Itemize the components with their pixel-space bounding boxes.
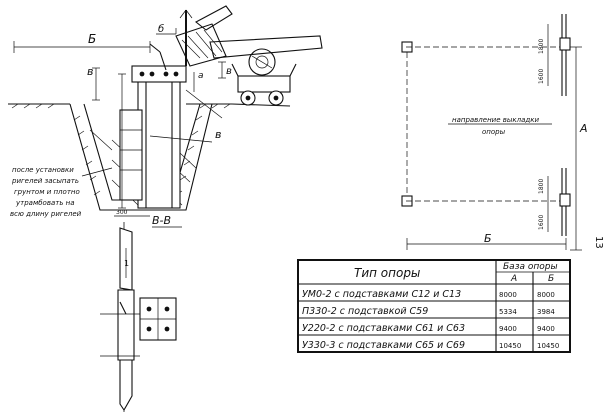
dim-top-b: 1600 — [538, 69, 545, 84]
row-4-type: У330-3 с подставками С65 и С69 — [302, 340, 465, 351]
row-3-b: 9400 — [537, 325, 555, 333]
table-header-col-b: Б — [548, 274, 554, 284]
row-4-b: 10450 — [537, 342, 559, 350]
label-v-left: в — [87, 65, 93, 78]
riser-detail: 1 — [100, 222, 177, 412]
label-v-right: в — [215, 128, 221, 141]
section-mark: В-В — [152, 214, 182, 228]
dimension-300: 300 — [114, 209, 150, 217]
dimension-b-plan: Б — [406, 232, 567, 250]
note-line-5: всю длину ригелей — [10, 210, 82, 218]
backfill-note: после установки ригелей засыпать грунтом… — [10, 166, 113, 218]
table-row: У220-2 с подставками С61 и С63 9400 9400 — [302, 323, 555, 334]
table-header-base: База опоры — [503, 262, 558, 272]
label-section-bb: В-В — [152, 214, 171, 227]
note-line-4: утрамбовать на — [15, 199, 75, 207]
label-a-small: а — [198, 71, 204, 81]
row-3-type: У220-2 с подставками С61 и С63 — [302, 323, 465, 334]
table-header-col-a: А — [510, 274, 517, 284]
plan-view: 1800 1600 1800 1600 направление выкладки… — [401, 14, 604, 251]
row-4-a: 10450 — [499, 342, 521, 350]
elevation-view: Б — [8, 5, 323, 228]
row-2-a: 5334 — [499, 308, 517, 316]
label-b-top: б — [158, 23, 164, 35]
table-row: П330-2 с подставкой С59 5334 3984 — [302, 306, 555, 317]
note-line-2: ригелей засыпать — [11, 177, 79, 185]
row-2-type: П330-2 с подставкой С59 — [302, 306, 428, 317]
support-types-table: Тип опоры База опоры А Б УМ0-2 с подстав… — [297, 259, 571, 353]
plan-riser-top: 1800 1600 — [538, 14, 571, 96]
ground-line — [8, 103, 291, 109]
dim-top-a: 1800 — [538, 39, 545, 54]
table-row: УМ0-2 с подставками С12 и С13 8000 8000 — [302, 289, 555, 300]
sheet-number: 13 — [593, 236, 604, 249]
row-3-a: 9400 — [499, 325, 517, 333]
table-row: У330-3 с подставками С65 и С69 10450 104… — [302, 340, 559, 351]
dim-bottom-a: 1800 — [538, 179, 545, 194]
label-b-left: Б — [88, 32, 96, 46]
leader-lines: в в — [87, 65, 223, 209]
note-line-3: грунтом и плотно — [14, 188, 80, 196]
dimension-b: Б — [13, 32, 151, 53]
trolley: а в — [193, 48, 297, 106]
plan-riser-bottom: 1800 1600 — [538, 168, 571, 236]
dim-bottom-b: 1600 — [538, 215, 545, 230]
row-1-a: 8000 — [499, 291, 517, 299]
table-header-type: Тип опоры — [354, 266, 420, 280]
label-b-plan: Б — [484, 232, 492, 245]
note-line-1: после установки — [12, 166, 74, 174]
direction-line-2: опоры — [482, 128, 506, 136]
label-a-plan: А — [579, 122, 588, 135]
label-v-ground: в — [226, 66, 232, 77]
row-1-b: 8000 — [537, 291, 555, 299]
row-1-type: УМ0-2 с подставками С12 и С13 — [302, 289, 461, 300]
label-300: 300 — [116, 209, 128, 216]
direction-line-1: направление выкладки — [452, 116, 539, 124]
direction-note: направление выкладки опоры — [448, 116, 552, 136]
support-post — [119, 65, 187, 209]
crane-rig: б — [149, 5, 323, 71]
label-marker-1: 1 — [124, 259, 129, 268]
dimension-a: А — [570, 46, 588, 251]
row-2-b: 3984 — [537, 308, 555, 316]
